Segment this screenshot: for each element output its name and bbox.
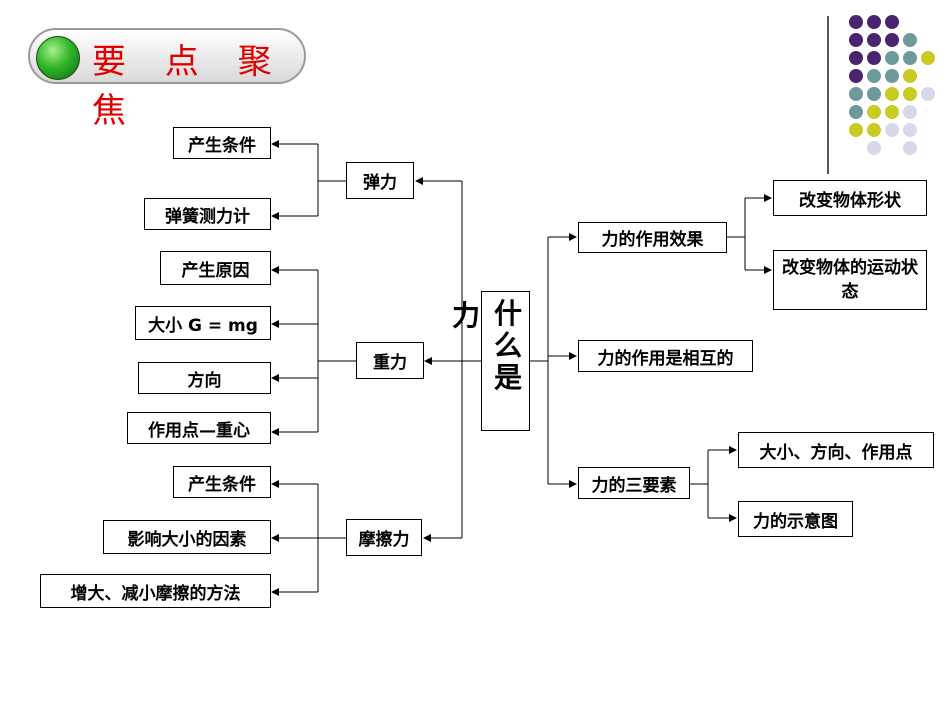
leaf-gravity-direction: 方向	[138, 362, 271, 394]
dot-icon	[867, 123, 881, 137]
center-node-box	[481, 291, 530, 431]
leaf-gravity-cause: 产生原因	[160, 251, 271, 285]
leaf-elastic-condition: 产生条件	[173, 127, 271, 159]
node-gravity: 重力	[356, 342, 424, 379]
node-force-mutual: 力的作用是相互的	[578, 340, 753, 372]
dot-icon	[849, 51, 863, 65]
dot-icon	[849, 69, 863, 83]
dot-icon	[885, 69, 899, 83]
dot-icon	[903, 105, 917, 119]
dot-icon	[903, 123, 917, 137]
green-ball-icon	[36, 36, 80, 80]
section-title-banner: 要 点 聚 焦	[28, 28, 306, 131]
center-prefix: 力	[452, 299, 481, 332]
leaf-change-motion: 改变物体的运动状态	[773, 250, 927, 310]
leaf-gravity-magnitude: 大小 G = mg	[135, 306, 271, 340]
dot-icon	[867, 69, 881, 83]
dot-icon	[903, 69, 917, 83]
dot-icon	[849, 15, 863, 29]
dot-icon	[867, 87, 881, 101]
dot-icon	[885, 51, 899, 65]
dot-icon	[903, 87, 917, 101]
dot-icon	[903, 33, 917, 47]
decorative-divider	[827, 16, 829, 174]
leaf-friction-methods: 增大、减小摩擦的方法	[40, 574, 271, 608]
leaf-gravity-center: 作用点—重心	[127, 412, 271, 444]
node-elastic-force: 弹力	[346, 162, 414, 199]
dot-icon	[921, 87, 935, 101]
leaf-spring-scale: 弹簧测力计	[144, 198, 271, 230]
dot-icon	[867, 15, 881, 29]
dot-icon	[849, 33, 863, 47]
dot-icon	[921, 51, 935, 65]
leaf-friction-factors: 影响大小的因素	[103, 520, 271, 554]
node-friction: 摩擦力	[346, 519, 422, 556]
dot-icon	[885, 15, 899, 29]
dot-icon	[867, 141, 881, 155]
dot-icon	[867, 51, 881, 65]
leaf-three-elements: 大小、方向、作用点	[738, 432, 934, 468]
dot-icon	[903, 141, 917, 155]
center-node-label: 什么是	[494, 297, 523, 394]
leaf-force-diagram: 力的示意图	[738, 501, 853, 537]
dot-icon	[885, 105, 899, 119]
dot-icon	[903, 51, 917, 65]
dot-icon	[849, 105, 863, 119]
section-title: 要 点 聚 焦	[92, 42, 286, 131]
dot-icon	[867, 105, 881, 119]
dot-icon	[849, 123, 863, 137]
dot-icon	[885, 87, 899, 101]
dot-icon	[885, 123, 899, 137]
leaf-change-shape: 改变物体形状	[773, 180, 927, 216]
node-force-elements: 力的三要素	[578, 467, 690, 499]
node-force-effect: 力的作用效果	[578, 222, 727, 253]
dot-icon	[849, 87, 863, 101]
dot-icon	[885, 33, 899, 47]
dot-icon	[867, 33, 881, 47]
leaf-friction-condition: 产生条件	[173, 466, 271, 498]
